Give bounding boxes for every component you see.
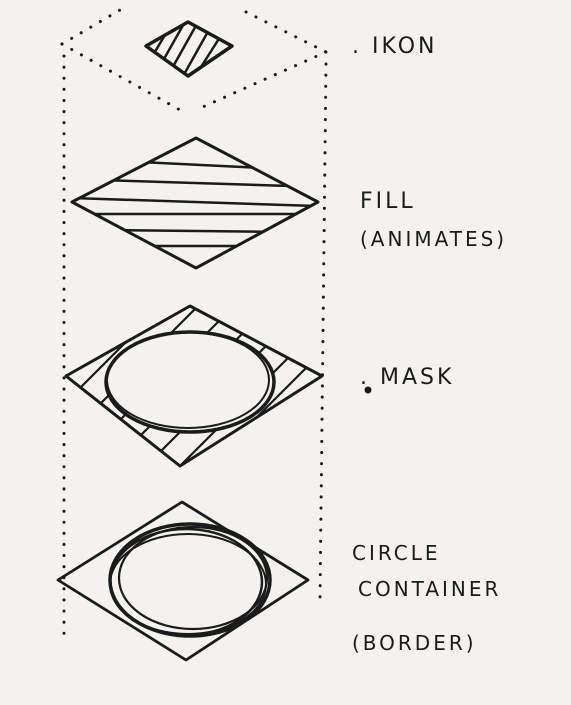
guide-top-right <box>244 10 328 54</box>
mask-bullet-dot <box>364 386 372 394</box>
guide-right-vertical <box>318 62 328 602</box>
guide-top-left <box>60 8 122 46</box>
circle-container-diamond <box>56 500 310 662</box>
mask-diamond <box>64 304 324 468</box>
guide-left-to-center <box>60 42 182 112</box>
icon-diamond <box>144 20 234 78</box>
label-icon: . IKON <box>352 34 438 59</box>
fill-diamond <box>70 136 320 270</box>
guide-right-to-center <box>194 50 328 112</box>
label-fill-note: (ANIMATES) <box>360 227 508 251</box>
label-mask: . MASK <box>360 365 455 390</box>
label-circle: CIRCLE <box>352 541 441 565</box>
label-fill: FILL <box>360 189 416 214</box>
dotted-guides <box>60 8 328 642</box>
label-border: (BORDER) <box>352 631 477 655</box>
label-container: CONTAINER <box>358 577 502 601</box>
mask-circle <box>104 330 276 434</box>
